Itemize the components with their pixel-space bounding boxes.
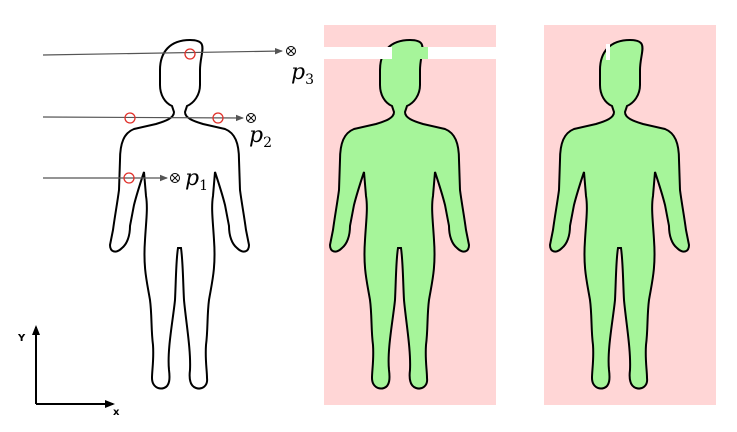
intersection-marker bbox=[212, 112, 224, 124]
head-inside-band bbox=[392, 47, 428, 59]
label-p3: p3 bbox=[291, 60, 314, 88]
outline-figure-panel: p3 p2 p1 Y x bbox=[17, 39, 314, 418]
ray-p2 bbox=[42, 114, 244, 122]
intersection-marker bbox=[123, 172, 135, 184]
coordinate-axes: Y x bbox=[17, 325, 120, 418]
y-axis-label: Y bbox=[17, 333, 26, 344]
label-p1: p1 bbox=[185, 166, 208, 194]
small-gap-artifact bbox=[606, 44, 610, 60]
intersection-marker bbox=[124, 112, 136, 124]
label-p2: p2 bbox=[249, 123, 272, 151]
human-outline bbox=[109, 39, 250, 390]
query-point-p3 bbox=[286, 46, 296, 56]
query-point-p1 bbox=[170, 173, 180, 183]
raster-result-with-artifact bbox=[324, 25, 496, 405]
query-point-p2 bbox=[246, 113, 256, 123]
intersection-marker bbox=[184, 48, 196, 60]
x-axis-label: x bbox=[113, 407, 120, 418]
raster-result-corrected bbox=[544, 25, 716, 405]
ray-p3 bbox=[42, 47, 283, 56]
